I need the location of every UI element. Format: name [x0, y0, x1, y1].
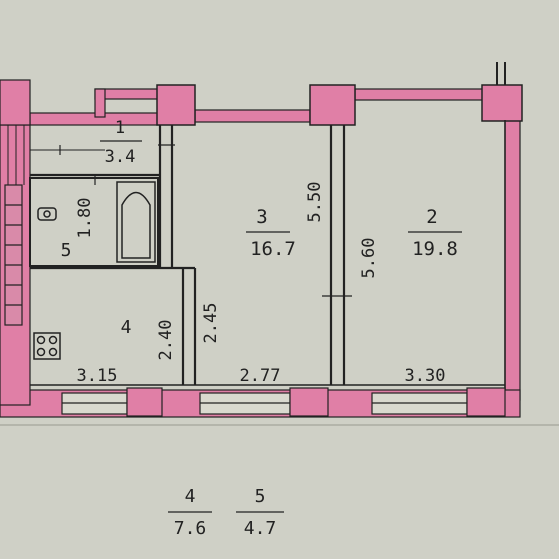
room-3-area: 16.7 [250, 238, 296, 260]
door-marks [59, 144, 352, 297]
interior-walls [29, 120, 506, 390]
summary-5-number: 5 [255, 486, 266, 507]
dim-3-15: 3.15 [77, 366, 118, 386]
wall-top-middle [194, 109, 311, 123]
room-1-area: 3.4 [105, 147, 136, 167]
columns [156, 62, 523, 126]
dim-2-45: 2.45 [201, 303, 221, 344]
radiator-icon [4, 184, 23, 326]
shaft-left [7, 125, 25, 185]
wall-top-notch-side [94, 88, 106, 118]
dim-2-40: 2.40 [156, 320, 176, 361]
summary-4-value: 7.6 [174, 518, 207, 539]
column-right [481, 84, 523, 122]
room-2-area: 19.8 [412, 238, 458, 260]
column-left [156, 84, 196, 126]
bathtub-icon [116, 181, 156, 263]
summary-4-number: 4 [185, 486, 196, 507]
room-4-number: 4 [121, 317, 132, 338]
wall-top-left [29, 112, 159, 126]
dim-5-60: 5.60 [359, 238, 379, 279]
room-3-number: 3 [256, 206, 267, 228]
dim-1-80: 1.80 [75, 198, 95, 239]
window-piers [126, 387, 506, 417]
dim-3-30: 3.30 [405, 366, 446, 386]
stove-icon [33, 332, 61, 360]
column-middle [309, 84, 356, 126]
wall-left-upper [0, 79, 31, 126]
window-icon [61, 392, 468, 415]
wall-top-right [354, 88, 486, 101]
dim-5-50: 5.50 [305, 182, 325, 223]
toilet-icon [37, 207, 57, 221]
room-2-number: 2 [426, 206, 437, 228]
room-5-number: 5 [61, 240, 72, 261]
room-1-number: 1 [115, 118, 125, 138]
wall-right [504, 94, 521, 401]
summary-5-value: 4.7 [244, 518, 277, 539]
dim-2-77: 2.77 [240, 366, 281, 386]
wall-bathroom [29, 177, 159, 267]
